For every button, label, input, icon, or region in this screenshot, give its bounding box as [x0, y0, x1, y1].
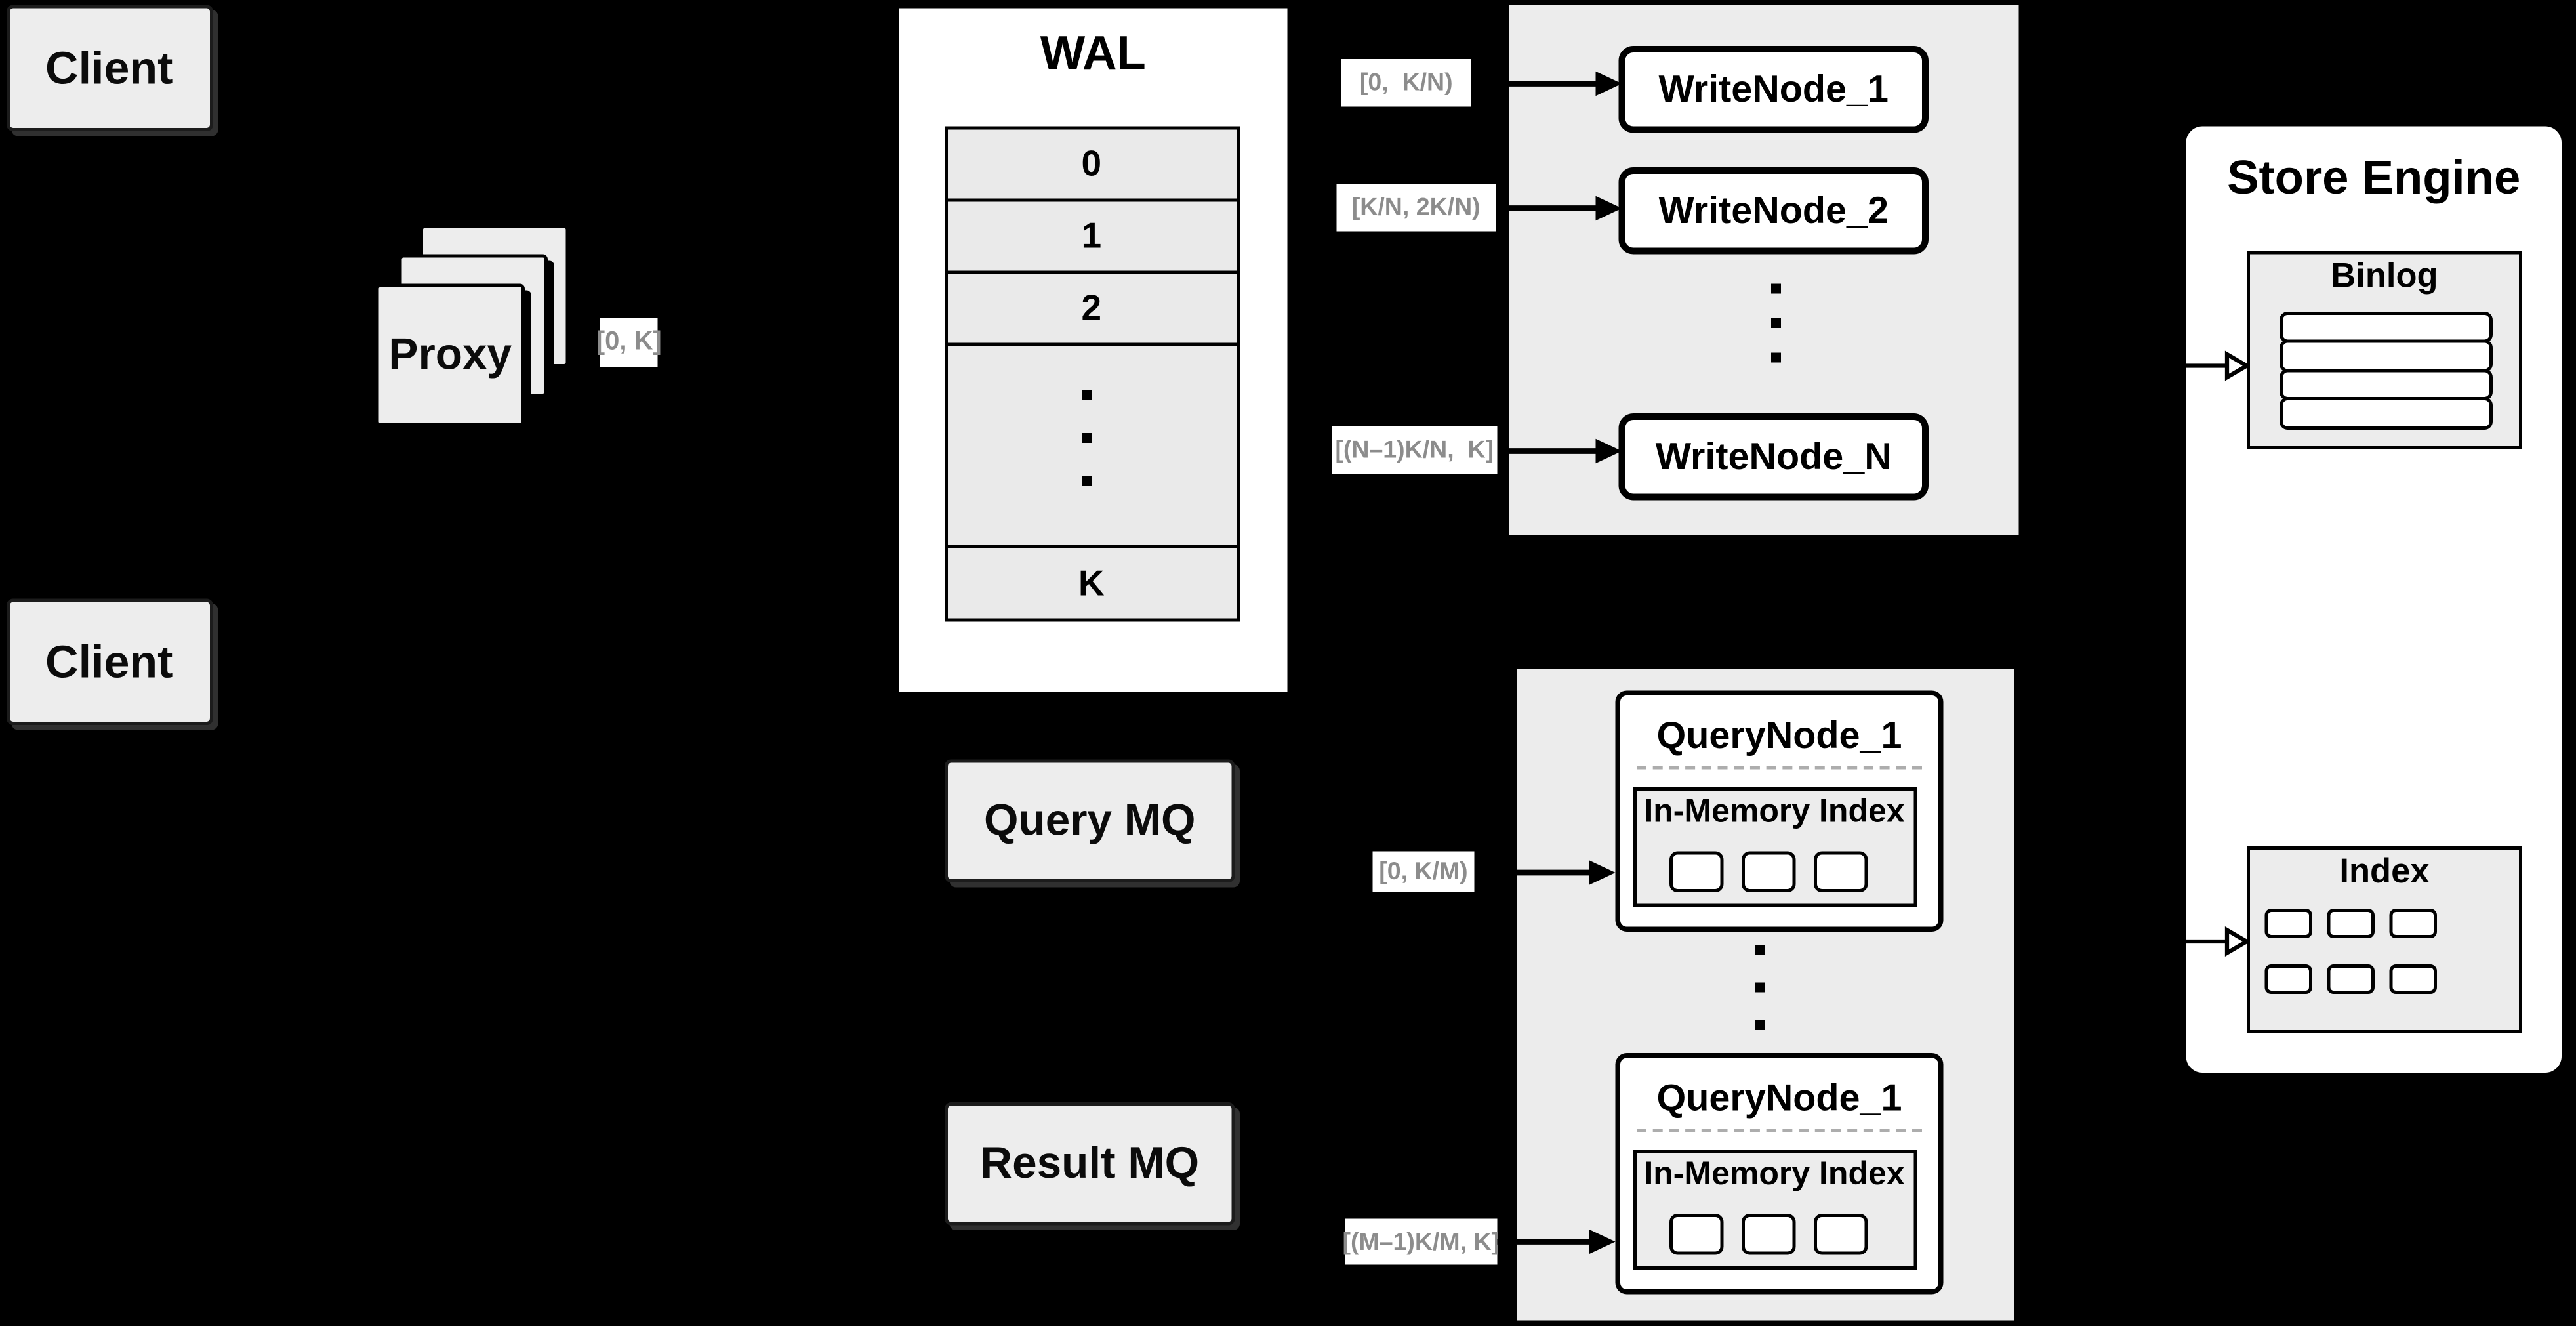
write-node-1-box: WriteNode_1 — [1618, 46, 1929, 133]
query-node-1-box: QueryNode_1 In-Memory Index — [1615, 690, 1944, 932]
query-node-2-box: QueryNode_1 In-Memory Index — [1615, 1053, 1944, 1295]
write-range-label-n: [(N–1)K/N, K] — [1332, 426, 1498, 474]
in-memory-index-box: In-Memory Index — [1632, 787, 1917, 907]
wal-title: WAL — [1040, 28, 1146, 81]
store-engine-box: Store Engine Binlog Index — [2186, 126, 2562, 1073]
write-node-panel: WriteNode_1 WriteNode_2 WriteNode_N — [1509, 5, 2019, 535]
result-mq-label: Result MQ — [980, 1138, 1200, 1188]
client-top-label: Client — [45, 41, 173, 93]
binlog-row — [2278, 397, 2492, 429]
dot — [1082, 476, 1092, 486]
dot — [1755, 982, 1764, 993]
index-cell — [2264, 963, 2312, 993]
write-range-label-2: [K/N, 2K/N) — [1336, 184, 1496, 232]
in-memory-index-title: In-Memory Index — [1644, 1156, 1905, 1193]
in-memory-index-title: In-Memory Index — [1644, 794, 1905, 830]
binlog-row — [2278, 339, 2492, 372]
result-mq-box: Result MQ — [945, 1102, 1235, 1226]
open-arrow-icon-binlog — [2186, 350, 2250, 381]
wal-box: WAL 0 1 2 K — [895, 5, 1291, 695]
wal-row-1: 1 — [943, 198, 1239, 274]
binlog-title: Binlog — [2331, 257, 2438, 296]
wal-row-2: 2 — [943, 270, 1239, 346]
dot — [1082, 433, 1092, 443]
dot — [1755, 945, 1764, 955]
memory-cell — [1740, 851, 1795, 892]
solid-arrow-icon — [1471, 71, 1622, 96]
write-range-label-1: [0, K/N) — [1341, 59, 1471, 107]
dot — [1082, 390, 1092, 400]
query-node-panel: QueryNode_1 In-Memory Index QueryNode_1 … — [1517, 669, 2014, 1321]
solid-arrow-icon — [1497, 438, 1622, 463]
dot — [1755, 1020, 1764, 1030]
memory-cell — [1668, 1214, 1723, 1255]
client-box-bottom: Client — [5, 598, 213, 725]
index-box: Index — [2247, 846, 2522, 1033]
solid-arrow-icon — [1474, 860, 1616, 884]
memory-cells — [1668, 851, 1868, 892]
index-cell — [2388, 963, 2436, 993]
dashed-separator — [1637, 766, 1922, 770]
dot — [1771, 352, 1780, 363]
ellipsis-dots-write-nodes — [1771, 283, 1780, 363]
proxy-range-label: [0, K] — [596, 318, 662, 367]
in-memory-index-box: In-Memory Index — [1632, 1150, 1917, 1270]
write-node-2-box: WriteNode_2 — [1618, 167, 1929, 255]
query-range-label-m: [(M–1)K/M, K] — [1342, 1218, 1500, 1265]
binlog-row — [2278, 368, 2492, 400]
query-mq-label: Query MQ — [983, 795, 1196, 845]
index-cell — [2326, 963, 2374, 993]
write-node-1-label: WriteNode_1 — [1658, 67, 1889, 110]
solid-arrow-icon — [1497, 1229, 1616, 1254]
open-arrow-icon-index — [2186, 926, 2250, 957]
proxy-box: Proxy — [375, 283, 525, 426]
memory-cells — [1668, 1214, 1868, 1255]
memory-cell — [1668, 851, 1723, 892]
index-cell — [2326, 907, 2374, 938]
wal-row-0: 0 — [943, 126, 1239, 202]
store-engine-title: Store Engine — [2227, 152, 2521, 205]
query-node-2-title: QueryNode_1 — [1656, 1076, 1902, 1119]
write-node-2-label: WriteNode_2 — [1658, 188, 1889, 232]
dot — [1771, 318, 1780, 328]
ellipsis-dots-query-nodes — [1755, 945, 1764, 1030]
query-range-label-1: [0, K/M) — [1372, 851, 1475, 892]
dashed-separator — [1637, 1129, 1922, 1132]
client-box-top: Client — [5, 5, 213, 131]
wal-row-ellipsis — [943, 342, 1239, 548]
write-node-n-label: WriteNode_N — [1655, 434, 1892, 478]
index-cell — [2388, 907, 2436, 938]
client-bottom-label: Client — [45, 635, 173, 687]
proxy-label: Proxy — [388, 329, 512, 379]
binlog-rows — [2278, 310, 2492, 429]
write-node-n-box: WriteNode_N — [1618, 413, 1929, 501]
query-node-1-title: QueryNode_1 — [1656, 713, 1902, 756]
dot — [1771, 283, 1780, 294]
wal-row-k: K — [943, 545, 1239, 622]
wal-table: 0 1 2 K — [943, 126, 1239, 622]
query-mq-box: Query MQ — [945, 759, 1235, 882]
ellipsis-dots-wal — [1082, 390, 1092, 486]
index-title: Index — [2339, 853, 2430, 891]
binlog-row — [2278, 310, 2492, 343]
memory-cell — [1812, 1214, 1868, 1255]
memory-cell — [1812, 851, 1868, 892]
memory-cell — [1740, 1214, 1795, 1255]
solid-arrow-icon — [1496, 195, 1622, 220]
binlog-box: Binlog — [2247, 251, 2522, 449]
index-cell — [2264, 907, 2312, 938]
